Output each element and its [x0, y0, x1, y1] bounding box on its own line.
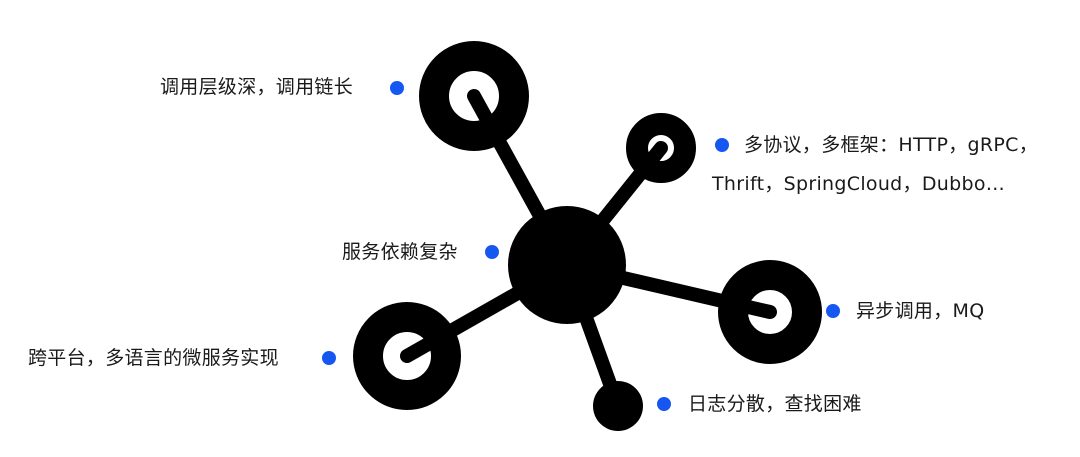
label-dependency: 服务依赖复杂 [342, 241, 458, 263]
label-deep-call: 调用层级深，调用链长 [160, 76, 354, 98]
bullet-dot [485, 245, 499, 259]
bullet-dot [322, 351, 336, 365]
node-ring-bottom-left [353, 302, 461, 410]
node-center [508, 206, 626, 324]
node-ring-top-right [626, 113, 696, 183]
label-cross-platform: 跨平台，多语言的微服务实现 [28, 347, 279, 369]
label-logs: 日志分散，查找困难 [688, 393, 862, 415]
label-multi-protocol-line2: Thrift，SpringCloud，Dubbo… [712, 173, 1006, 195]
node-ring-top-left [419, 41, 529, 151]
node-small-bottom [593, 381, 643, 431]
bullet-dot [390, 81, 404, 95]
node-ring-right [718, 260, 822, 364]
bullet-dot [715, 138, 729, 152]
label-async: 异步调用，MQ [856, 300, 985, 322]
bullet-dot [826, 304, 840, 318]
label-multi-protocol-line1: 多协议，多框架：HTTP，gRPC， [744, 134, 1039, 156]
bullet-dot [657, 397, 671, 411]
